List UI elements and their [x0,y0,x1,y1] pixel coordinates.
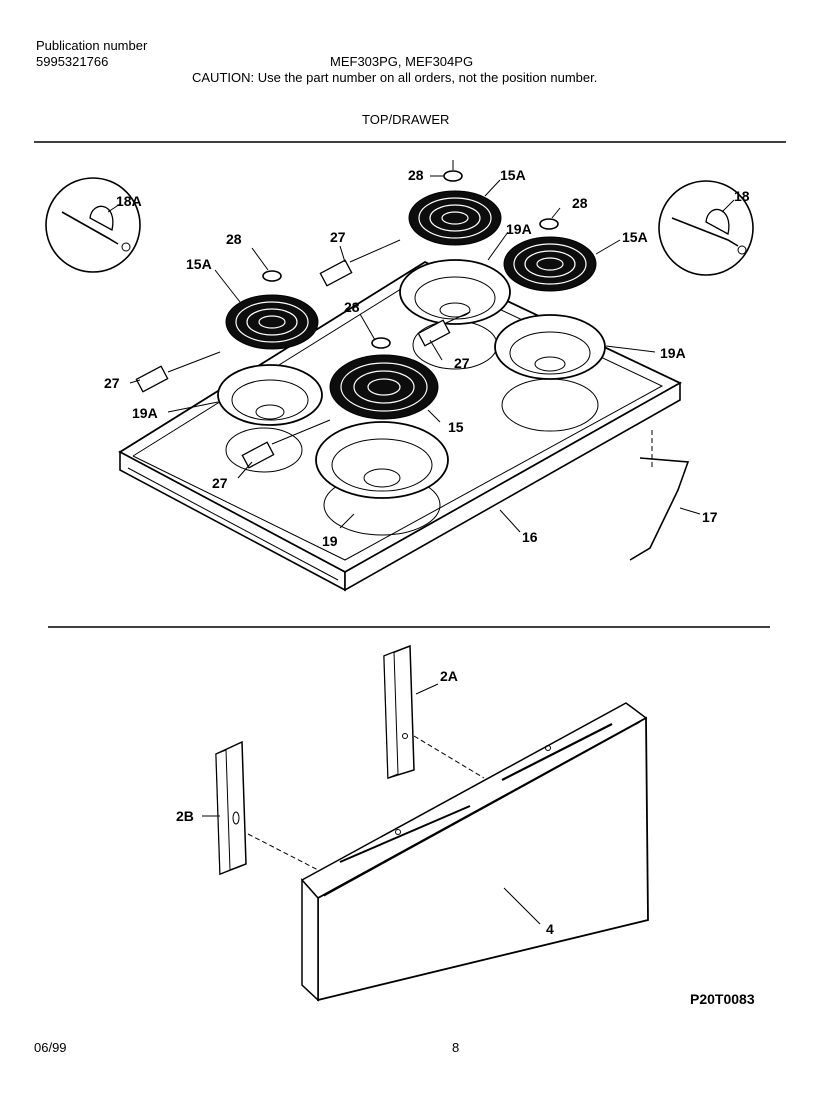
figure-code: P20T0083 [690,991,755,1007]
footer-date: 06/99 [34,1040,67,1055]
label-28-right: 28 [572,195,588,211]
burner-opening-left-front [225,427,303,473]
surface-element-right-15A [503,236,597,292]
label-4: 4 [546,921,554,937]
detail-circle-18A [45,177,141,273]
trim-ring-28-top [443,170,463,182]
drawer-bracket-2B [202,740,247,876]
label-19: 19 [322,533,338,549]
surface-element-left-15A [225,294,319,350]
label-27-top: 27 [330,229,346,245]
drip-pan-right-19A [494,314,606,380]
label-15A-right: 15A [622,229,648,245]
surface-element-top-15A [408,190,502,246]
label-19A-right: 19A [660,345,686,361]
surface-element-front-15 [329,354,439,420]
publication-label: Publication number [36,38,148,53]
label-15A-left: 15A [186,256,212,272]
drawer-bracket-2A [383,644,439,780]
label-28-left: 28 [226,231,242,247]
label-15A-top: 15A [500,167,526,183]
receptacle-27-top [319,239,401,287]
label-27-bottom: 27 [212,475,228,491]
label-16: 16 [522,529,538,545]
label-27-mid: 27 [454,355,470,371]
label-2A: 2A [440,668,458,684]
receptacle-27-bottom [241,419,331,469]
section-title: TOP/DRAWER [362,112,450,127]
receptacle-27-left [135,351,221,393]
drawer-front-4 [300,702,649,1002]
model-numbers: MEF303PG, MEF304PG [330,54,474,69]
page-number: 8 [452,1040,460,1055]
trim-ring-28-left [262,270,282,282]
label-17: 17 [702,509,718,525]
leader-lines [107,160,735,533]
label-15: 15 [448,419,464,435]
caution-note: CAUTION: Use the part number on all orde… [192,70,598,85]
label-18: 18 [734,188,750,204]
label-28-mid: 28 [344,299,360,315]
label-2B: 2B [176,808,194,824]
publication-number: 5995321766 [36,54,109,69]
trim-ring-28-right [539,218,559,230]
trim-ring-28-mid [371,337,391,349]
label-19A-top: 19A [506,221,532,237]
receptacle-27-mid [417,311,471,347]
drip-pan-front-19 [315,421,449,499]
label-19A-left: 19A [132,405,158,421]
drip-pan-left-19A [217,364,323,426]
label-18A: 18A [116,193,142,209]
rod-17 [629,457,690,561]
label-28-top: 28 [408,167,424,183]
drip-pan-rear-19A [399,259,511,325]
label-27-left: 27 [104,375,120,391]
